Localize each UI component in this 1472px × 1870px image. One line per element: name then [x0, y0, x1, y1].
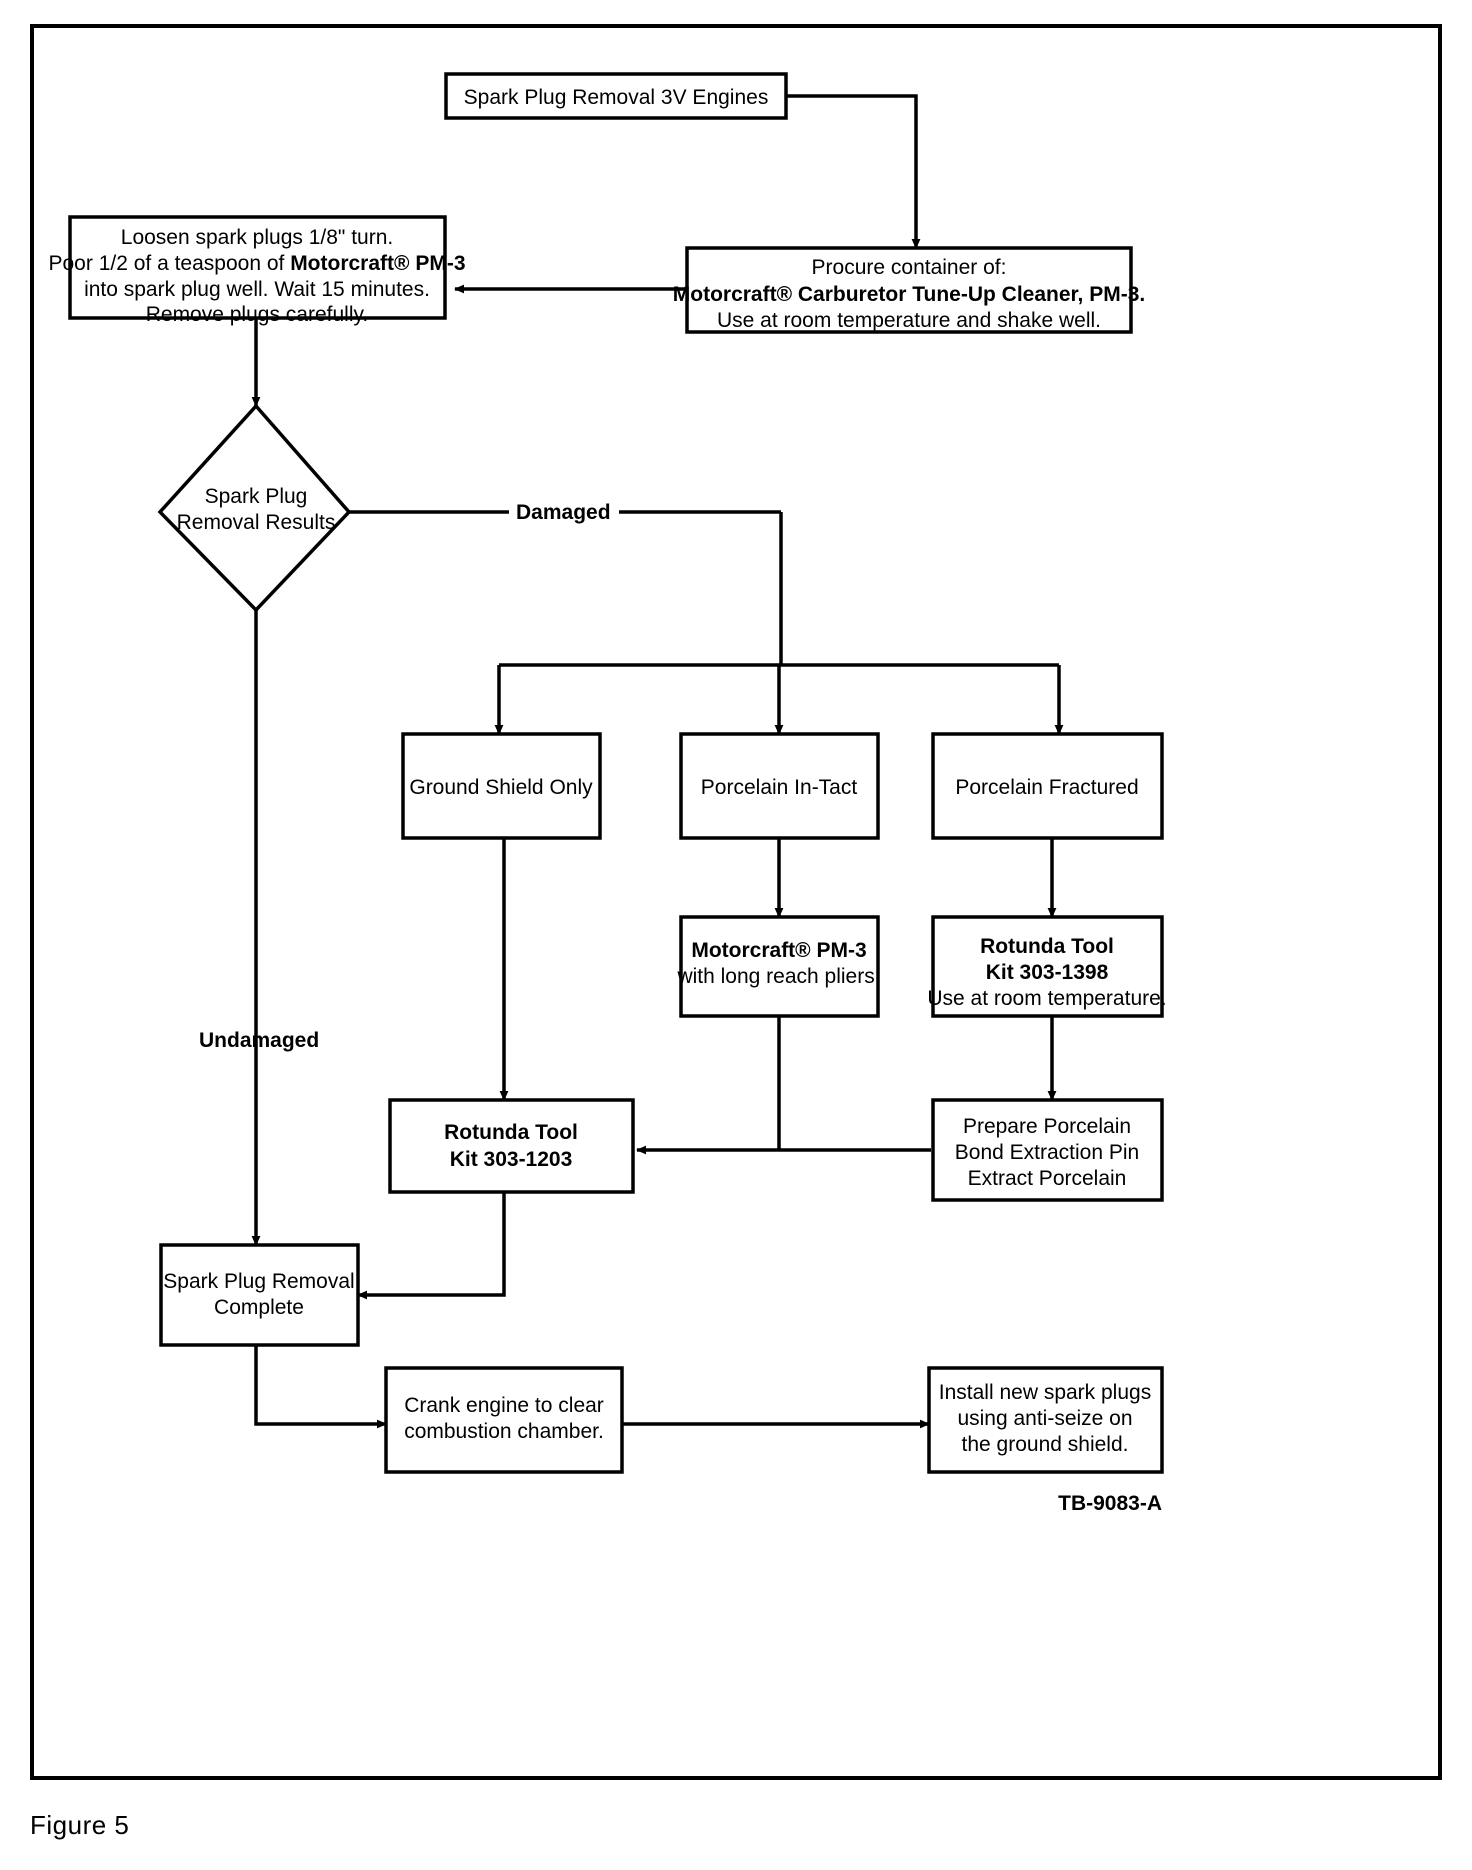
- node-label-line-2: Removal Results: [177, 511, 336, 534]
- node-spark-plug-removal-complete[interactable]: Spark Plug Removal Complete: [159, 1243, 360, 1347]
- node-label-line-1: Spark Plug: [205, 485, 308, 508]
- node-rotunda-tool-kit-303-1203[interactable]: Rotunda Tool Kit 303-1203: [388, 1098, 635, 1194]
- node-spark-plug-removal-3v-engines[interactable]: Spark Plug Removal 3V Engines: [444, 72, 788, 120]
- node-label-line-2: Kit 303-1398: [986, 961, 1109, 984]
- loosen-line2-plain: Poor 1/2 of a teaspoon of: [49, 252, 291, 275]
- node-label-line-3: Use at room temperature and shake well.: [717, 309, 1101, 332]
- node-label-line-2: Poor 1/2 of a teaspoon of Motorcraft® PM…: [49, 252, 466, 275]
- node-label: Spark Plug Removal 3V Engines: [464, 86, 769, 109]
- node-label-line-2: Complete: [214, 1296, 304, 1319]
- node-porcelain-fractured[interactable]: Porcelain Fractured: [931, 732, 1164, 840]
- node-label-line-3: the ground shield.: [962, 1433, 1129, 1456]
- node-label: Porcelain In-Tact: [701, 776, 858, 799]
- node-label-line-2: with long reach pliers.: [676, 965, 880, 988]
- node-label-line-1: Spark Plug Removal: [163, 1270, 354, 1293]
- node-label-line-3: Use at room temperature.: [927, 987, 1166, 1010]
- node-label-line-1: Rotunda Tool: [444, 1121, 578, 1144]
- edge-start-to-procure: [786, 94, 921, 249]
- node-rotunda-tool-kit-303-1398[interactable]: Rotunda Tool Kit 303-1398 Use at room te…: [927, 915, 1167, 1018]
- node-label-line-3: into spark plug well. Wait 15 minutes.: [84, 278, 430, 301]
- figure-border: [30, 24, 1442, 1780]
- node-label-line-3: Extract Porcelain: [968, 1167, 1127, 1190]
- node-label-line-2: Bond Extraction Pin: [955, 1141, 1139, 1164]
- node-label: Porcelain Fractured: [955, 776, 1138, 799]
- node-label-line-2: Kit 303-1203: [450, 1148, 573, 1171]
- edge-label-damaged: Damaged: [516, 501, 611, 524]
- node-porcelain-in-tact[interactable]: Porcelain In-Tact: [679, 732, 880, 840]
- node-motorcraft-pm3-pliers[interactable]: Motorcraft® PM-3 with long reach pliers.: [676, 915, 881, 1018]
- node-loosen-spark-plugs[interactable]: Loosen spark plugs 1/8" turn. Poor 1/2 o…: [49, 215, 466, 326]
- node-label-line-4: Remove plugs carefully.: [146, 303, 369, 326]
- node-label-line-1: Rotunda Tool: [980, 935, 1114, 958]
- node-label-line-2: Motorcraft® Carburetor Tune-Up Cleaner, …: [673, 283, 1145, 306]
- node-label: Ground Shield Only: [409, 776, 593, 799]
- node-label-line-1: Install new spark plugs: [939, 1381, 1151, 1404]
- edge-removal-complete-to-crank: [254, 1345, 387, 1429]
- damaged-label-backing: [509, 496, 619, 526]
- node-spark-plug-removal-results[interactable]: Spark Plug Removal Results: [157, 403, 352, 613]
- figure-code: TB-9083-A: [1058, 1492, 1162, 1515]
- node-label-line-1: Motorcraft® PM-3: [691, 939, 866, 962]
- edge-label-undamaged: Undamaged: [199, 1029, 319, 1052]
- node-label-line-2: using anti-seize on: [957, 1407, 1132, 1430]
- loosen-line2-bold: Motorcraft® PM-3: [290, 252, 465, 275]
- node-label-line-1: Prepare Porcelain: [963, 1115, 1131, 1138]
- edge-rotunda-1203-to-removal-complete: [357, 1192, 506, 1300]
- connector-group: [251, 94, 1064, 1429]
- figure-caption: Figure 5: [30, 1810, 130, 1840]
- node-label-line-1: Crank engine to clear: [404, 1394, 604, 1417]
- node-prepare-porcelain[interactable]: Prepare Porcelain Bond Extraction Pin Ex…: [931, 1098, 1164, 1202]
- node-label-line-2: combustion chamber.: [404, 1420, 604, 1443]
- node-procure-container[interactable]: Procure container of: Motorcraft® Carbur…: [673, 246, 1145, 334]
- node-label-line-1: Loosen spark plugs 1/8" turn.: [121, 226, 393, 249]
- node-crank-engine[interactable]: Crank engine to clear combustion chamber…: [384, 1366, 624, 1474]
- node-install-new-spark-plugs[interactable]: Install new spark plugs using anti-seize…: [927, 1366, 1164, 1474]
- node-label-line-1: Procure container of:: [812, 256, 1007, 279]
- node-ground-shield-only[interactable]: Ground Shield Only: [401, 732, 602, 840]
